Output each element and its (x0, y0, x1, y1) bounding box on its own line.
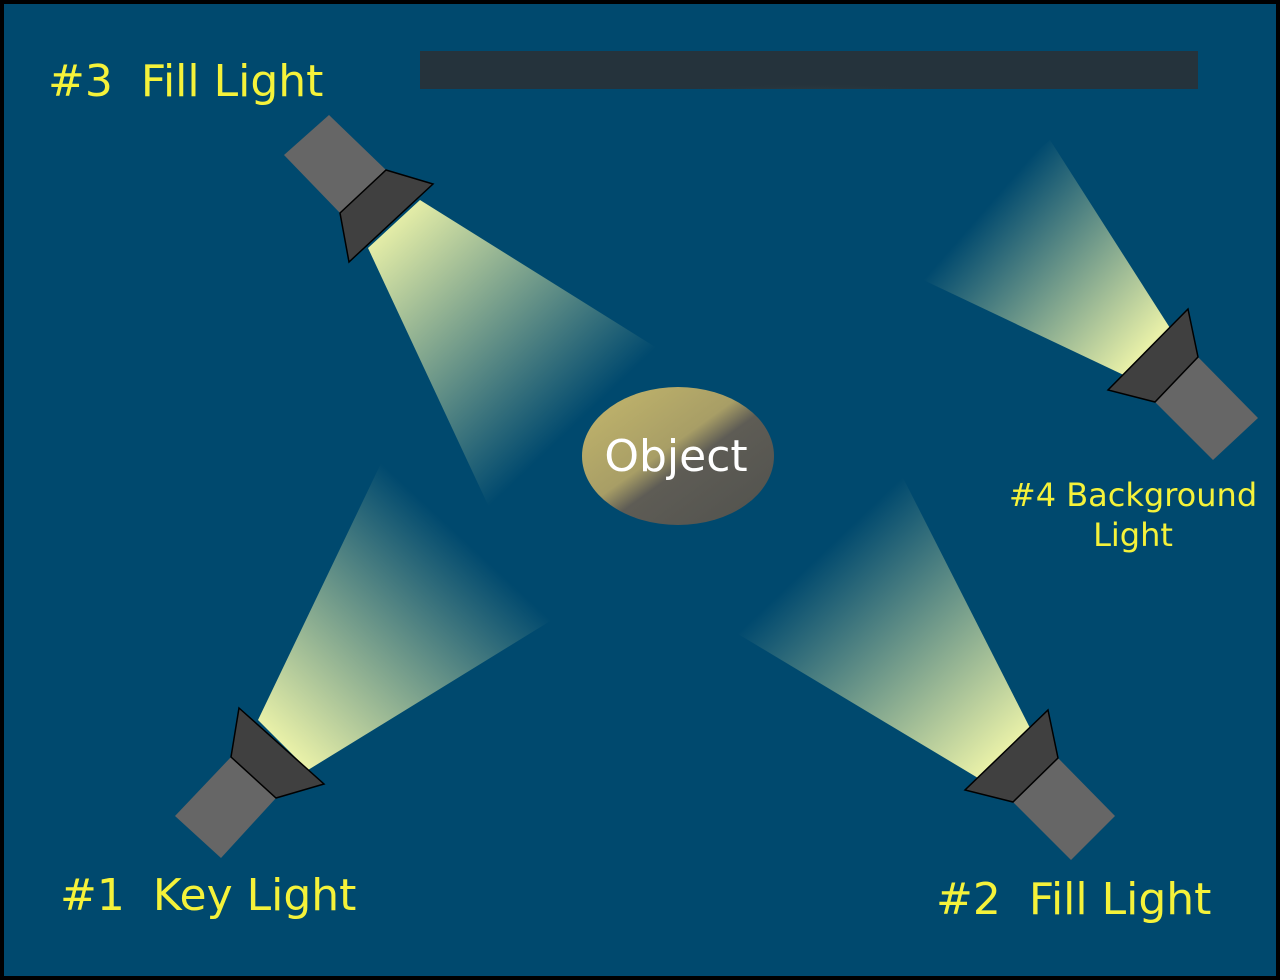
beam-key-light (258, 455, 560, 770)
beam-fill-light-right (728, 462, 1030, 778)
fill-light-right-lamp (963, 708, 1115, 860)
label-key-light: #1 Key Light (60, 870, 356, 921)
object-ellipse (582, 387, 774, 525)
object-label: Object (604, 431, 747, 482)
label-fill-light-right: #2 Fill Light (936, 874, 1211, 925)
backdrop-bar (420, 51, 1198, 89)
background-light-lamp (1106, 307, 1258, 460)
label-fill-light-top: #3 Fill Light (48, 56, 323, 107)
label-background-light-line2: Light (1093, 516, 1173, 554)
fill-light-top-lamp (284, 115, 435, 264)
beam-background-light (898, 140, 1170, 378)
beam-fill-light-top (368, 200, 668, 520)
label-background-light-line1: #4 Background (1009, 476, 1257, 514)
key-light-lamp (175, 706, 326, 858)
